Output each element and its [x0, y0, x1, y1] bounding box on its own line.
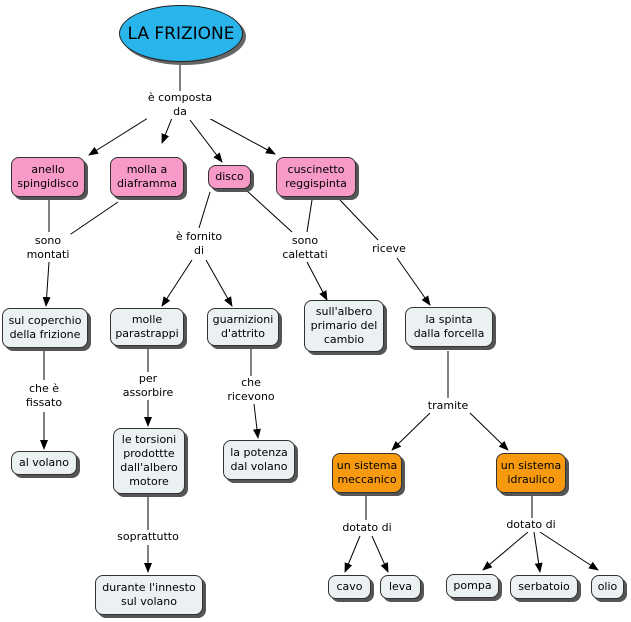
link-e-fornito-di: è fornito di	[174, 230, 224, 258]
link-dotato-di-meccanico: dotato di	[341, 521, 393, 535]
concept-leva[interactable]: leva	[380, 575, 421, 599]
concept-spinta-forcella[interactable]: la spinta dalla forcella	[405, 307, 493, 347]
concept-sistema-meccanico[interactable]: un sistema meccanico	[332, 453, 402, 493]
concept-molle-parastrappi[interactable]: molle parastrappi	[110, 308, 184, 346]
concept-pompa[interactable]: pompa	[446, 574, 499, 598]
concept-molla-a-diaframma[interactable]: molla a diaframma	[110, 157, 184, 197]
link-riceve: riceve	[371, 242, 407, 256]
concept-serbatoio[interactable]: serbatoio	[510, 575, 578, 599]
concept-al-volano[interactable]: al volano	[11, 451, 77, 475]
link-per-assorbire: per assorbire	[121, 372, 175, 400]
link-soprattutto: soprattutto	[116, 530, 180, 544]
link-composta-da: è composta da	[146, 91, 214, 119]
concept-potenza-volano[interactable]: la potenza dal volano	[223, 440, 295, 480]
concept-olio[interactable]: olio	[591, 575, 624, 599]
link-sono-montati: sono montati	[25, 234, 71, 262]
concept-cavo[interactable]: cavo	[328, 575, 371, 599]
concept-guarnizioni-attrito[interactable]: guarnizioni d'attrito	[207, 308, 279, 346]
link-che-ricevono: che ricevono	[226, 376, 276, 404]
link-tramite: tramite	[426, 399, 470, 413]
concept-cuscinetto-reggispinta[interactable]: cuscinetto reggispinta	[276, 157, 356, 197]
concept-coperchio-frizione[interactable]: sul coperchio della frizione	[2, 308, 88, 348]
concept-innesto-volano[interactable]: durante l'innesto sul volano	[95, 575, 203, 615]
concept-torsioni[interactable]: le torsioni prodottte dall'albero motore	[113, 428, 185, 494]
concept-disco[interactable]: disco	[208, 165, 251, 189]
link-che-e-fissato: che è fissato	[24, 382, 64, 410]
concept-albero-primario[interactable]: sull'albero primario del cambio	[304, 300, 384, 352]
concept-sistema-idraulico[interactable]: un sistema idraulico	[496, 453, 566, 493]
concept-anello-spingidisco[interactable]: anello spingidisco	[11, 157, 85, 197]
link-dotato-di-idraulico: dotato di	[505, 518, 557, 532]
concept-la-frizione[interactable]: LA FRIZIONE	[119, 5, 243, 62]
link-sono-calettati: sono calettati	[281, 234, 329, 262]
